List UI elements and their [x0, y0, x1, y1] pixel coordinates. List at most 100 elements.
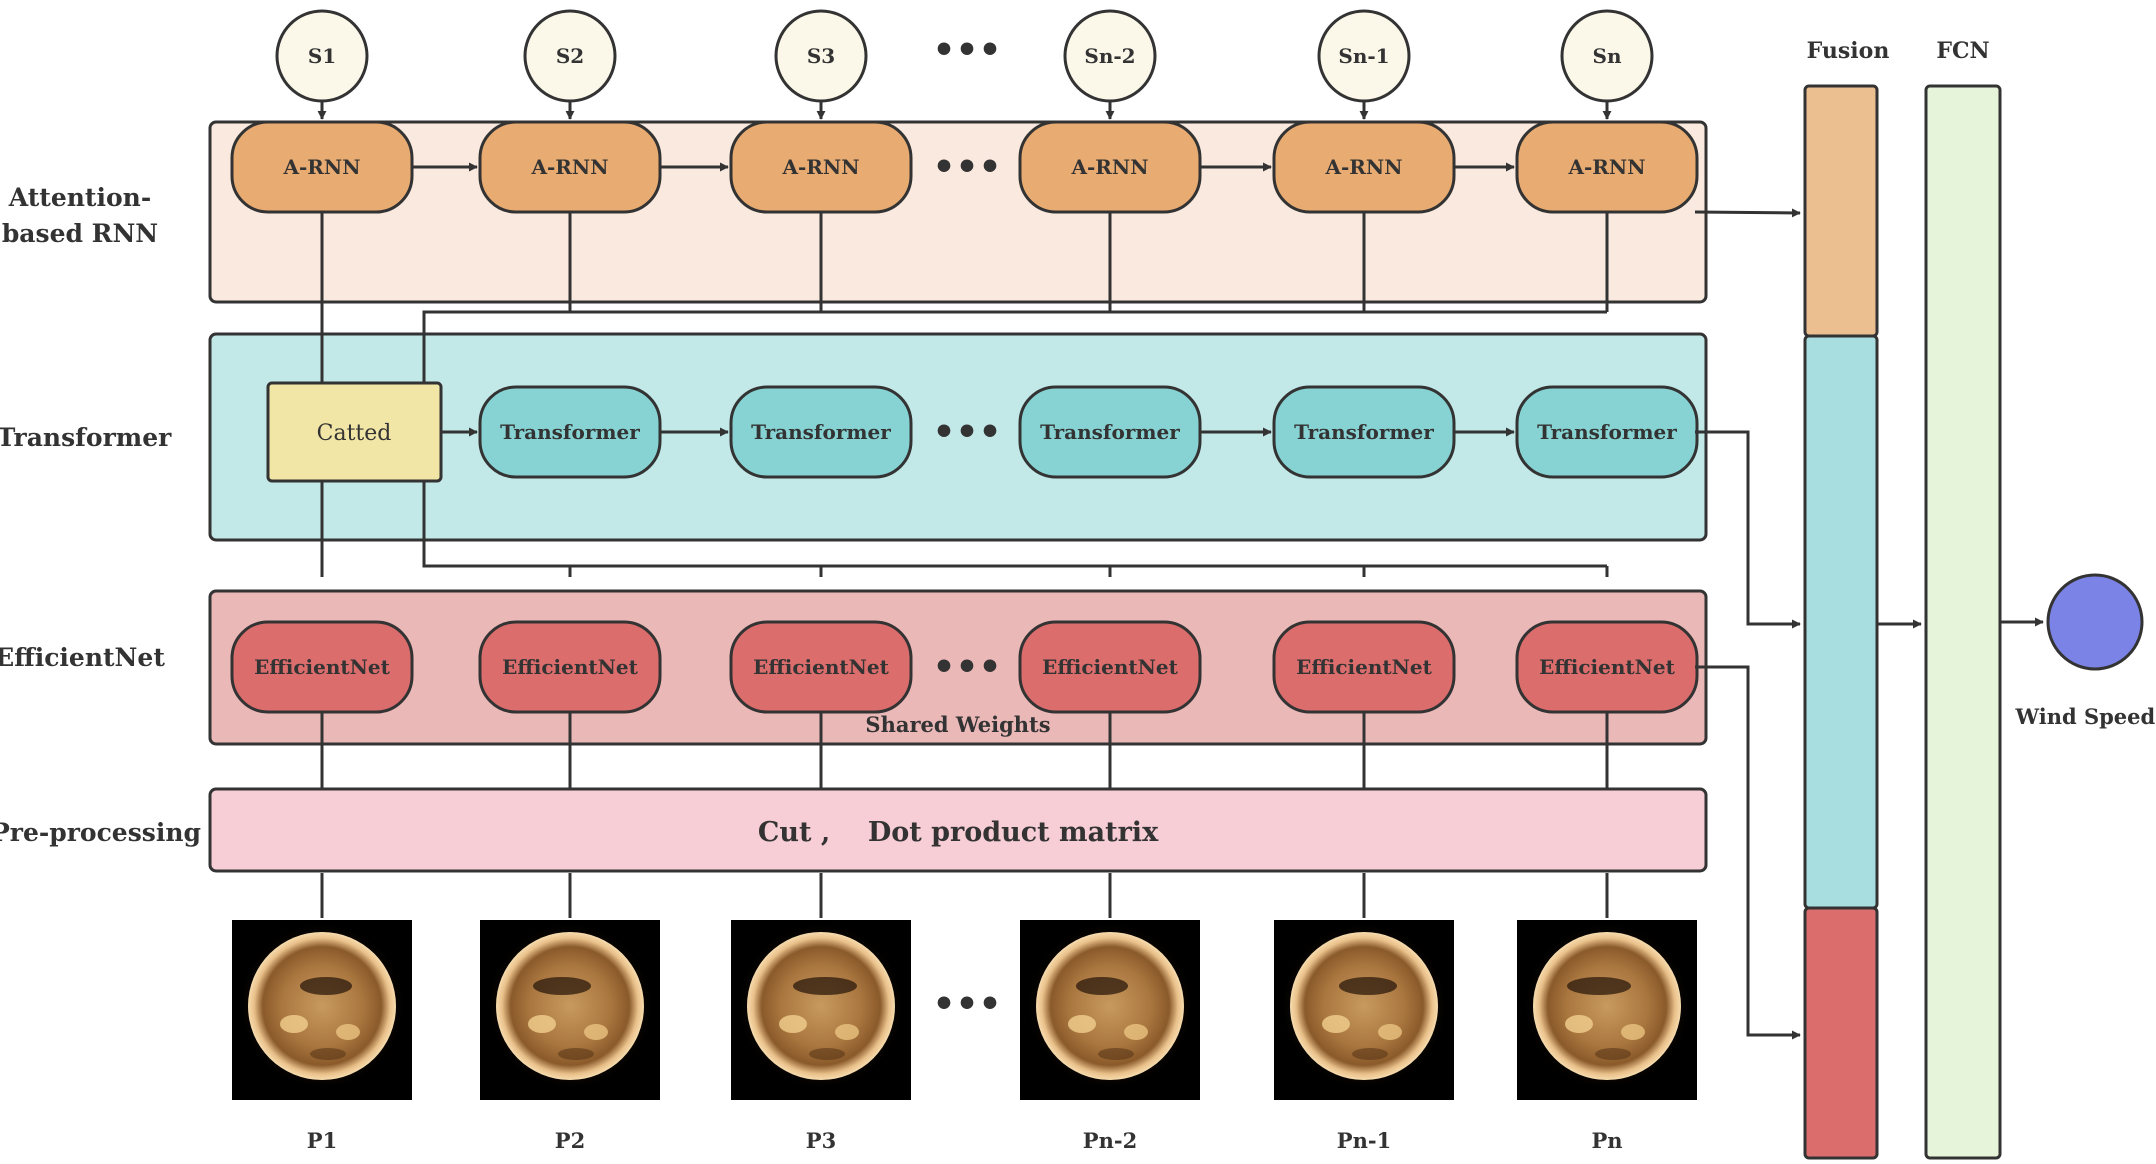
transformer-node: Transformer: [1272, 385, 1456, 479]
a-rnn-node: A-RNN: [478, 120, 662, 214]
efficientnet-label: EfficientNet: [502, 655, 639, 679]
efficientnet-node: EfficientNet: [478, 620, 662, 714]
a-rnn-box: [1515, 120, 1699, 214]
filament: [1352, 1048, 1388, 1060]
efficientnet-node: EfficientNet: [729, 620, 913, 714]
transformer-node: Transformer: [729, 385, 913, 479]
sun-disk: [747, 932, 895, 1080]
image-label: P2: [555, 1128, 585, 1153]
active-region: [280, 1015, 308, 1033]
a-rnn-label: A-RNN: [282, 155, 360, 179]
transformer-label: Transformer: [500, 420, 640, 444]
a-rnn-node: A-RNN: [230, 120, 414, 214]
row-label-attention-line2: based RNN: [2, 219, 158, 248]
preprocessing-text: Cut , Dot product matrix: [758, 817, 1159, 848]
efficientnet-label: EfficientNet: [753, 655, 890, 679]
coronal-hole: [1339, 977, 1397, 995]
a-rnn-node: A-RNN: [1018, 120, 1202, 214]
active-region: [584, 1024, 608, 1040]
transformer-label: Transformer: [1294, 420, 1434, 444]
filament: [558, 1048, 594, 1060]
efficientnet-box: [729, 620, 913, 714]
a-rnn-label: A-RNN: [1324, 155, 1402, 179]
sun-disk: [496, 932, 644, 1080]
row-label-efficientnet: EfficientNet: [0, 643, 165, 672]
filament: [809, 1048, 845, 1060]
efficientnet-node: EfficientNet: [230, 620, 414, 714]
state-circle: [275, 9, 369, 103]
fcn-column: [1924, 84, 2002, 1160]
image-ellipsis: •••: [932, 984, 1001, 1025]
state-node: S2: [523, 9, 617, 103]
solar-image: [1517, 920, 1697, 1100]
row-label-attention-line1: Attention-: [8, 183, 151, 212]
image-label: Pn-2: [1083, 1128, 1137, 1153]
active-region: [1621, 1024, 1645, 1040]
rnn-to-fusion-arrow: [1694, 208, 1801, 218]
efficientnet-label: EfficientNet: [1539, 655, 1676, 679]
wind-speed-label: Wind Speed i: [2015, 704, 2156, 729]
catted-label: Catted: [317, 421, 392, 446]
transformer-node: Transformer: [478, 385, 662, 479]
efficientnet-node: EfficientNet: [1018, 620, 1202, 714]
state-node: S1: [275, 9, 369, 103]
coronal-hole: [1076, 977, 1128, 995]
sun-disk: [248, 932, 396, 1080]
state-label: Sn-2: [1084, 44, 1135, 68]
preprocessing-band: [208, 787, 1708, 873]
fusion-efficientnet-segment: [1803, 906, 1879, 1160]
filament: [310, 1048, 346, 1060]
wind-speed-output-node: [2046, 573, 2144, 671]
efficientnet-ellipsis: •••: [932, 647, 1001, 688]
active-region: [336, 1024, 360, 1040]
efficientnet-node: EfficientNet: [1515, 620, 1699, 714]
active-region: [528, 1015, 556, 1033]
a-rnn-node: A-RNN: [729, 120, 913, 214]
efficientnet-box: [478, 620, 662, 714]
fusion-transformer-segment: [1803, 334, 1879, 910]
state-circle: [523, 9, 617, 103]
active-region: [1565, 1015, 1593, 1033]
a-rnn-node: A-RNN: [1272, 120, 1456, 214]
state-node: S3: [774, 9, 868, 103]
image-label: Pn: [1591, 1128, 1622, 1153]
filament: [1098, 1048, 1134, 1060]
sun-disk: [1290, 932, 1438, 1080]
coronal-hole: [300, 977, 352, 995]
state-ellipsis: •••: [932, 30, 1001, 71]
transformer-box: [729, 385, 913, 479]
efficientnet-to-fusion-arrow: [1695, 665, 1801, 1040]
state-label: Sn: [1593, 44, 1622, 68]
solar-image: [1020, 920, 1200, 1100]
sun-disk: [1533, 932, 1681, 1080]
coronal-hole: [533, 977, 591, 995]
a-rnn-box: [729, 120, 913, 214]
a-rnn-label: A-RNN: [1567, 155, 1645, 179]
coronal-hole: [793, 977, 857, 995]
a-rnn-label: A-RNN: [530, 155, 608, 179]
active-region: [779, 1015, 807, 1033]
state-label: S2: [556, 44, 584, 68]
state-node: Sn-2: [1063, 9, 1157, 103]
state-label: S1: [308, 44, 336, 68]
row-label-transformer: Transformer: [0, 423, 172, 452]
solar-image: [731, 920, 911, 1100]
state-label: S3: [807, 44, 835, 68]
state-circle: [1063, 9, 1157, 103]
sun-disk: [1036, 932, 1184, 1080]
row-label-preprocessing: Pre-processing: [0, 818, 201, 847]
transformer-to-fusion-arrow: [1695, 430, 1801, 629]
active-region: [1124, 1024, 1148, 1040]
active-region: [1068, 1015, 1096, 1033]
solar-image: [232, 920, 412, 1100]
state-circle: [1317, 9, 1411, 103]
active-region: [1378, 1024, 1402, 1040]
a-rnn-label: A-RNN: [1070, 155, 1148, 179]
image-label: P1: [307, 1128, 337, 1153]
a-rnn-node: A-RNN: [1515, 120, 1699, 214]
solar-image: [480, 920, 660, 1100]
coronal-hole: [1567, 977, 1631, 995]
transformer-label: Transformer: [1537, 420, 1677, 444]
active-region: [1322, 1015, 1350, 1033]
